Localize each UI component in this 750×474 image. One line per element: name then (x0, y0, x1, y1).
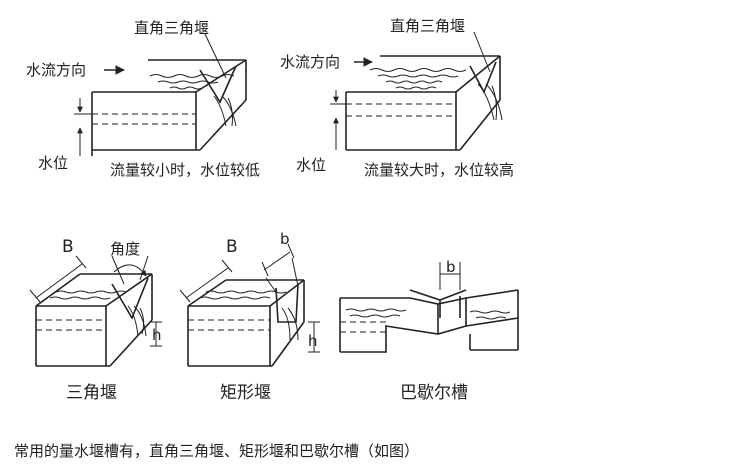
panel-top-left: 直角三角堰 水流方向 水位 流量较小时，水位较低 (26, 19, 260, 179)
b-leader-right (291, 257, 299, 287)
level-label: 水位 (38, 154, 68, 172)
channel-outline (35, 273, 153, 367)
b-label: b (446, 258, 456, 276)
width-tick-right (75, 255, 87, 269)
angle-leader-2 (139, 255, 149, 281)
b-dimension-line (263, 251, 291, 271)
width-dimension-line (185, 267, 229, 299)
weir-leader-line (473, 31, 491, 73)
panel-rect-weir: B b h 矩形堰 (179, 230, 320, 403)
flow-label: 水流方向 (26, 61, 86, 79)
width-tick-left (29, 289, 41, 303)
width-tick-left (179, 289, 191, 303)
caption-parshall: 巴歇尔槽 (400, 383, 468, 403)
angle-leader (111, 255, 125, 285)
weir-leader-line (204, 33, 227, 79)
b-tick-right (287, 243, 295, 259)
flume-outline (339, 289, 519, 353)
water-surface (199, 290, 299, 341)
water-surface (49, 290, 147, 337)
h-label: h (308, 332, 318, 350)
water-surface (149, 74, 237, 127)
angle-arc (113, 264, 147, 277)
flow-label: 水流方向 (280, 53, 340, 71)
level-label: 水位 (296, 156, 326, 174)
h-label: h (152, 326, 162, 344)
weir-label: 直角三角堰 (390, 17, 465, 35)
b-label: b (280, 230, 290, 248)
panel-triangle-weir: B 角度 h 三角堰 (29, 237, 162, 403)
width-tick-right (221, 259, 233, 273)
width-dimension-line (35, 263, 83, 299)
panel-top-right: 直角三角堰 水流方向 水位 流量较大时，水位较高 (280, 17, 514, 179)
b-tick-left (261, 261, 269, 277)
caption-rect: 矩形堰 (220, 383, 271, 403)
water-surface (369, 68, 503, 121)
water-surface (345, 308, 511, 320)
channel-outline (187, 279, 305, 367)
channel-outline (345, 55, 501, 151)
caption-triangle: 三角堰 (66, 383, 117, 403)
note-label: 流量较大时，水位较高 (364, 161, 514, 179)
channel-outline (91, 59, 247, 156)
width-label: B (62, 237, 74, 257)
panel-parshall-flume: b 巴歇尔槽 (339, 258, 519, 403)
weir-label: 直角三角堰 (134, 19, 209, 37)
width-label: B (226, 237, 238, 257)
note-label: 流量较小时，水位较低 (110, 161, 260, 179)
b-leader-left (265, 277, 277, 293)
angle-label: 角度 (110, 240, 140, 258)
footer-caption: 常用的量水堰槽有，直角三角堰、矩形堰和巴歇尔槽（如图） (14, 442, 420, 460)
